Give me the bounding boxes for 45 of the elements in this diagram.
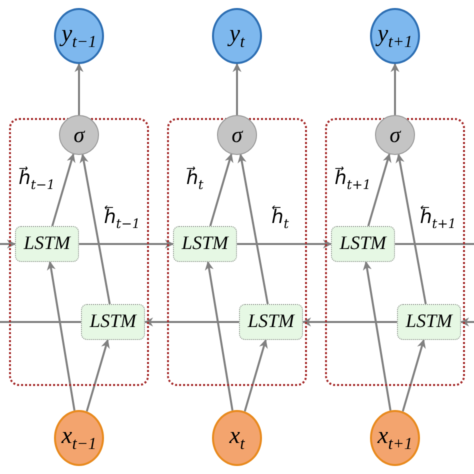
arrow [238,154,269,304]
lstm-box: LSTM [173,226,237,262]
arrow [209,153,234,226]
sigma-circle: σ [375,115,415,155]
arrow [144,318,239,326]
edge-label: h⃗$_{t+1}$ [334,167,371,193]
arrow [237,240,332,248]
dotted-frame [9,118,149,386]
arrow [402,339,426,412]
input-circle: x$_{t−1}$ [54,410,104,466]
arrow [46,261,76,411]
arrow [362,261,392,411]
arrow [0,240,16,248]
arrow [86,339,110,412]
arrow [51,153,76,226]
arrow [204,261,234,411]
edge-label: h⃖$_{t+1}$ [420,206,456,232]
output-circle: y$_{t}$ [212,8,262,64]
sigma-circle: σ [217,115,257,155]
arrow [244,339,268,412]
input-circle: x$_{t+1}$ [370,410,420,466]
lstm-box: LSTM [81,304,145,340]
arrow [74,63,84,115]
edge-label: h⃗$_{t}$ [186,167,204,193]
input-circle: x$_{t}$ [212,410,262,466]
dotted-frame [167,118,307,386]
sigma-circle: σ [59,115,99,155]
arrow [80,154,111,304]
arrow [390,63,400,115]
edge-label: h⃖$_{t}$ [272,206,289,232]
arrow [302,318,397,326]
arrow [232,63,242,115]
lstm-box: LSTM [239,304,303,340]
dotted-frame [325,118,465,386]
arrow [460,318,474,326]
arrow [396,154,427,304]
edge-label: h⃖$_{t−1}$ [104,206,140,232]
lstm-box: LSTM [397,304,461,340]
edge-label: h⃗$_{t−1}$ [18,167,55,193]
output-circle: y$_{t+1}$ [370,8,420,64]
arrow [79,240,174,248]
lstm-box: LSTM [331,226,395,262]
output-circle: y$_{t−1}$ [54,8,104,64]
lstm-box: LSTM [15,226,79,262]
arrow [367,153,392,226]
